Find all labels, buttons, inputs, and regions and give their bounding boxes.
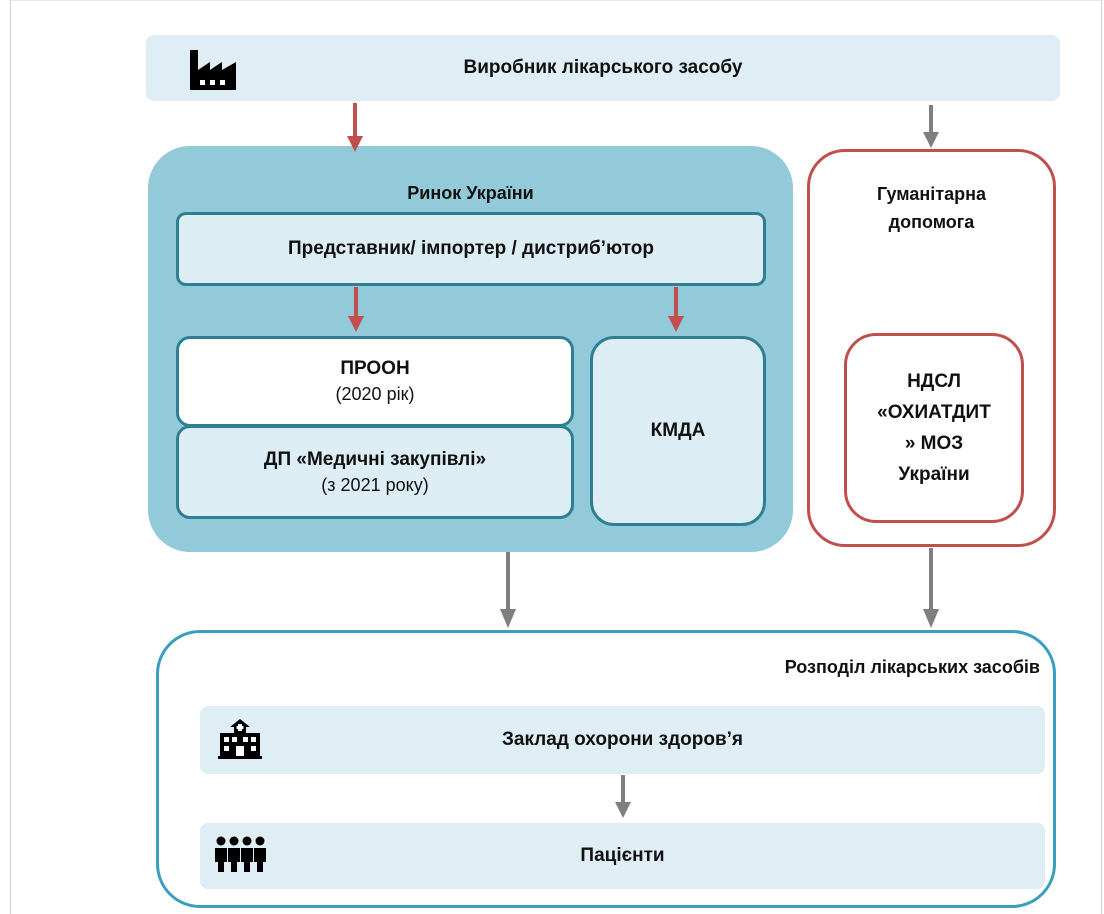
proon-title: ПРООН [340,358,410,379]
humanitarian-title-line-2: допомога [888,212,975,232]
facility-box: Заклад охорони здоров’я [200,706,1045,774]
distribution-title: Розподіл лікарських засобів [784,657,1040,677]
dp-year: (з 2021 року) [321,474,429,495]
humanitarian-title-line-1: Гуманітарна [877,184,986,204]
dp-box: ДП «Медичні закупівлі» (з 2021 року) [176,425,574,519]
arrow-humanitarian-to-distribution [923,548,939,628]
proon-box: ПРООН (2020 рік) [176,336,574,427]
arrow-importer-to-kmda [668,287,684,332]
ndsl-line-1: НДСЛ [907,371,961,392]
arrow-importer-to-proon [348,287,364,332]
arrow-market-to-distribution [500,552,516,628]
importer-box: Представник/ імпортер / дистриб’ютор [176,212,766,286]
dp-title: ДП «Медичні закупівлі» [263,448,487,470]
arrow-manufacturer-to-humanitarian [923,105,939,148]
ndsl-line-4: України [898,464,970,485]
kmda-box: КМДА [590,336,766,526]
humanitarian-title: Гуманітарна допомога [807,178,1056,238]
arrow-facility-to-patients [615,775,631,818]
ndsl-line-2: «ОХИАТДИТ [877,402,991,423]
factory-icon [190,50,236,90]
manufacturer-box [146,35,1060,101]
manufacturer-label: Виробник лікарського засобу [463,57,743,78]
proon-year: (2020 рік) [335,384,415,404]
patients-box: Пацієнти [200,823,1045,889]
ndsl-line-3: » МОЗ [904,433,964,454]
market-title: Ринок України [407,182,534,203]
arrow-manufacturer-to-market [347,103,363,152]
ndsl-box: НДСЛ «ОХИАТДИТ » МОЗ України [844,333,1024,523]
page-frame [10,0,1102,914]
people-icon [215,836,266,872]
hospital-icon [218,719,262,759]
